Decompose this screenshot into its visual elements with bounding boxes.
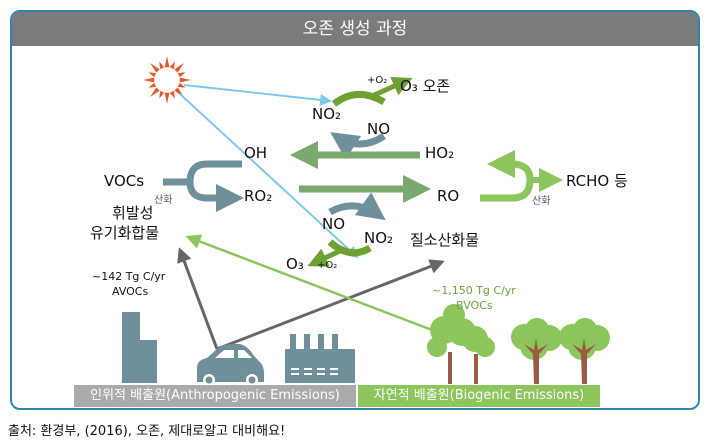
avocs-amount-label: ~142 Tg C/yr bbox=[92, 270, 166, 283]
vocs-label: VOCs bbox=[104, 172, 145, 190]
sun-ray bbox=[169, 90, 175, 99]
tree-icon bbox=[427, 304, 495, 384]
o3-ozone-label: O₃ 오존 bbox=[400, 77, 451, 95]
oxidation-left-label: 산화 bbox=[154, 195, 173, 206]
avocs-to-nox-arrow bbox=[216, 259, 445, 351]
sun-icon bbox=[143, 56, 191, 104]
no2-top-label: NO₂ bbox=[312, 105, 342, 123]
rcho-label: RCHO 등 bbox=[566, 172, 628, 190]
factory-icon bbox=[285, 334, 355, 383]
bottom-cycle-green-arc bbox=[327, 239, 372, 257]
anthropogenic-emissions-bar: 인위적 배출원(Anthropogenic Emissions) bbox=[74, 385, 356, 407]
top-cycle-slate-arc bbox=[330, 132, 386, 160]
diagram-frame: 오존 생성 과정 bbox=[10, 10, 700, 410]
sun-ray bbox=[159, 90, 165, 99]
avocs-to-voc-arrow bbox=[177, 247, 219, 350]
ozone-diagram bbox=[122, 56, 610, 386]
sun-ray bbox=[159, 61, 165, 70]
bvocs-to-voc-arrow bbox=[185, 234, 433, 332]
no2-bottom-label: NO₂ bbox=[364, 229, 394, 247]
sun-ray bbox=[177, 82, 186, 88]
plus-o2-top-label: +O₂ bbox=[367, 75, 388, 86]
sun-ray bbox=[164, 56, 170, 68]
sun-ray bbox=[148, 72, 157, 78]
vocs-fork-up bbox=[186, 160, 242, 183]
o3-formation-arrow-bottom bbox=[307, 247, 344, 267]
ro-label: RO bbox=[437, 187, 460, 205]
sun-ray bbox=[179, 77, 191, 83]
o3-bottom-label: O₃ bbox=[286, 255, 304, 273]
o3-formation-arrow-top bbox=[370, 76, 413, 99]
ro-to-ho2-fork bbox=[480, 150, 534, 202]
bottom-cycle-slate-arc bbox=[328, 192, 386, 221]
no-bottom-label: NO bbox=[322, 215, 346, 233]
sunlight-arrow-bottom bbox=[179, 93, 359, 259]
sun-ray bbox=[174, 63, 184, 73]
sun-ray bbox=[143, 77, 155, 83]
voc-korean-line2: 유기화합물 bbox=[90, 224, 160, 242]
sun-ray bbox=[150, 63, 160, 73]
no-top-label: NO bbox=[367, 120, 391, 138]
voc-korean-line1: 휘발성 bbox=[112, 204, 154, 222]
avocs-label: AVOCs bbox=[112, 285, 149, 298]
sun-ray bbox=[177, 72, 186, 78]
tree-icon bbox=[511, 318, 562, 384]
oxidation-right-label: 산화 bbox=[532, 196, 551, 207]
biogenic-emissions-bar: 자연적 배출원(Biogenic Emissions) bbox=[358, 385, 600, 407]
tree-icon bbox=[559, 318, 610, 384]
bvocs-label: BVOCs bbox=[456, 299, 493, 312]
sun-ray bbox=[164, 92, 170, 104]
source-caption: 출처: 환경부, (2016), 오존, 제대로알고 대비해요! bbox=[8, 424, 286, 439]
sun-ray bbox=[150, 87, 160, 97]
ro2-label: RO₂ bbox=[244, 187, 273, 205]
car-icon bbox=[197, 344, 264, 386]
diagram-title: 오존 생성 과정 bbox=[12, 12, 698, 46]
nitrogen-oxides-label: 질소산화물 bbox=[410, 231, 480, 249]
sun-ray bbox=[169, 61, 175, 70]
vocs-fork-down bbox=[186, 181, 244, 212]
sunlight-arrow-top bbox=[183, 84, 332, 106]
ho2-label: HO₂ bbox=[425, 144, 455, 162]
plus-o2-bottom-label: +O₂ bbox=[317, 260, 338, 271]
bvocs-amount-label: ~1,150 Tg C/yr bbox=[432, 284, 516, 297]
top-cycle-green-arc bbox=[331, 91, 386, 107]
building-icon bbox=[122, 312, 157, 383]
oh-label: OH bbox=[244, 144, 268, 162]
sun-ray bbox=[148, 82, 157, 88]
